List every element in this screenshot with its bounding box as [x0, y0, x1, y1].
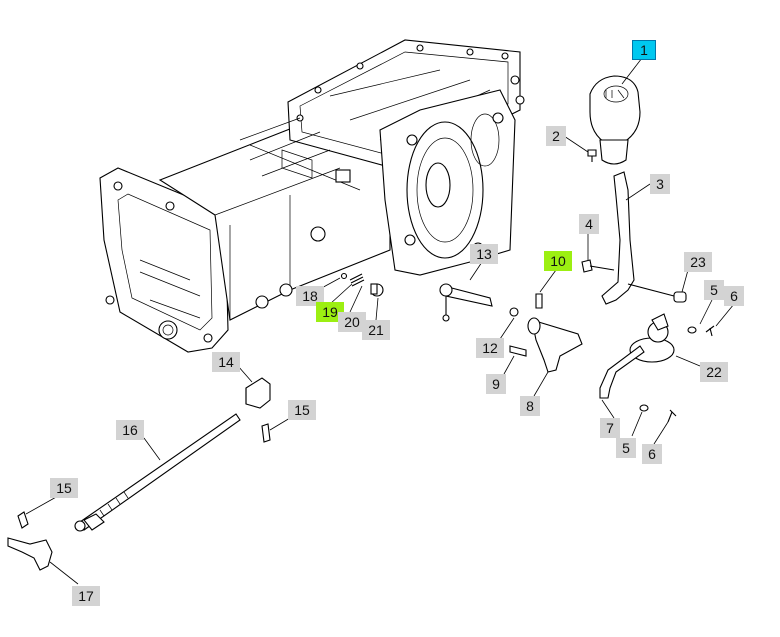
callout-part-8[interactable]: 8 — [520, 396, 540, 416]
transmission-housing — [99, 39, 525, 353]
callout-part-15-lower[interactable]: 15 — [50, 478, 78, 498]
leader-lines — [25, 57, 735, 585]
parts-18-21 — [340, 272, 384, 297]
selector-rod-assembly — [7, 377, 271, 571]
callout-part-9[interactable]: 9 — [486, 374, 506, 394]
callout-part-19[interactable]: 19 — [316, 302, 344, 322]
callout-part-6-upper[interactable]: 6 — [724, 286, 744, 306]
callout-part-3[interactable]: 3 — [650, 174, 670, 194]
callout-part-4[interactable]: 4 — [579, 214, 599, 234]
callout-part-14[interactable]: 14 — [212, 352, 240, 372]
callout-part-23[interactable]: 23 — [684, 252, 712, 272]
callout-part-17[interactable]: 17 — [72, 586, 100, 606]
callout-part-21[interactable]: 21 — [362, 320, 390, 340]
callout-part-16[interactable]: 16 — [116, 420, 144, 440]
callout-part-6-lower[interactable]: 6 — [642, 444, 662, 464]
callout-part-18[interactable]: 18 — [296, 286, 324, 306]
callout-part-1[interactable]: 1 — [632, 40, 656, 60]
callout-part-20[interactable]: 20 — [338, 312, 366, 332]
callout-part-2[interactable]: 2 — [546, 126, 566, 146]
callout-part-7[interactable]: 7 — [600, 418, 620, 438]
callout-part-22[interactable]: 22 — [700, 362, 728, 382]
gear-lever-assembly — [581, 75, 715, 363]
callout-part-5-lower[interactable]: 5 — [616, 438, 636, 458]
shift-shaft-assembly — [439, 283, 677, 423]
callout-part-5-upper[interactable]: 5 — [704, 280, 724, 300]
callout-part-12[interactable]: 12 — [476, 338, 504, 358]
callout-part-15-upper[interactable]: 15 — [288, 400, 316, 420]
callout-part-10[interactable]: 10 — [544, 251, 572, 271]
callout-part-13[interactable]: 13 — [470, 244, 498, 264]
